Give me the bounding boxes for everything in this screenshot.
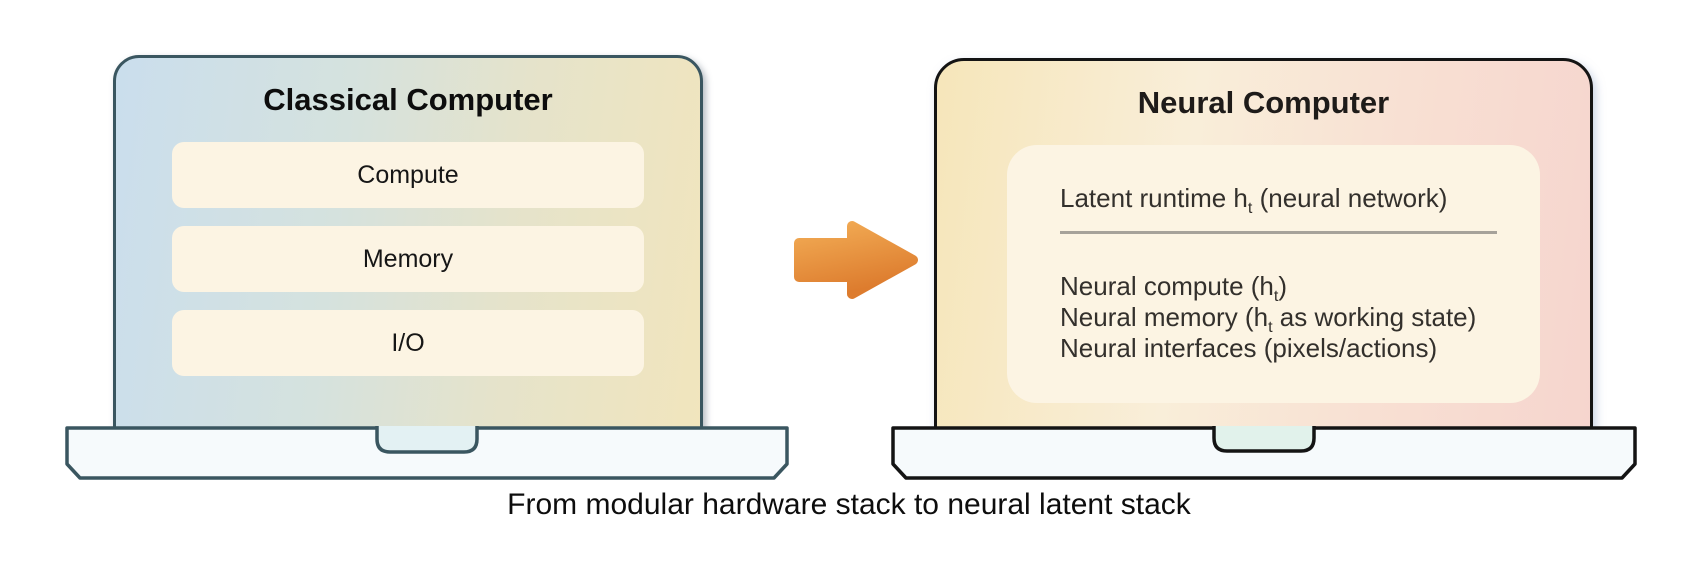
- runtime-text: Latent runtime h: [1060, 183, 1248, 213]
- line-text: Neural interfaces (pixels/actions): [1060, 333, 1438, 363]
- classical-laptop-base: [65, 426, 789, 480]
- neural-computer-screen: Neural Computer Latent runtime ht (neura…: [934, 58, 1593, 430]
- arrow-shape: [794, 221, 918, 299]
- classical-computer-title: Classical Computer: [263, 82, 553, 117]
- runtime-text-tail: (neural network): [1252, 183, 1448, 213]
- subscript-t: t: [1247, 199, 1253, 218]
- line-text-tail: ): [1278, 271, 1288, 301]
- neural-laptop-base: [891, 426, 1637, 480]
- neural-memory-line: Neural memory (ht as working state): [1060, 302, 1500, 337]
- right-arrow-icon: [794, 221, 918, 299]
- memory-layer-box: Memory: [172, 226, 644, 292]
- io-layer-label: I/O: [391, 328, 425, 357]
- panel-divider: [1060, 231, 1497, 234]
- compute-layer-box: Compute: [172, 142, 644, 208]
- compute-layer-label: Compute: [357, 160, 459, 189]
- neural-computer-title: Neural Computer: [1137, 85, 1390, 120]
- hardware-layer-stack: Compute Memory I/O: [172, 142, 644, 376]
- line-text-tail: as working state): [1272, 302, 1477, 332]
- subscript-t: t: [1268, 318, 1273, 337]
- line-text: Neural compute (h: [1060, 271, 1274, 301]
- base-notch: [375, 426, 479, 454]
- base-notch: [1212, 426, 1316, 453]
- neural-compute-line: Neural compute (ht): [1060, 271, 1500, 306]
- neural-interfaces-line: Neural interfaces (pixels/actions): [1060, 333, 1500, 364]
- memory-layer-label: Memory: [362, 244, 454, 273]
- neural-latent-panel: Latent runtime ht (neural network) Neura…: [1007, 145, 1540, 403]
- io-layer-box: I/O: [172, 310, 644, 376]
- figure-caption: From modular hardware stack to neural la…: [507, 488, 1191, 521]
- classical-computer-screen: Classical Computer Compute Memory I/O: [113, 55, 703, 430]
- latent-runtime-line: Latent runtime ht (neural network): [1060, 181, 1500, 218]
- base-plate: [891, 426, 1637, 480]
- neural-items-list: Neural compute (ht) Neural memory (ht as…: [1060, 271, 1500, 364]
- subscript-t: t: [1273, 287, 1279, 306]
- line-text: Neural memory (h: [1060, 302, 1269, 332]
